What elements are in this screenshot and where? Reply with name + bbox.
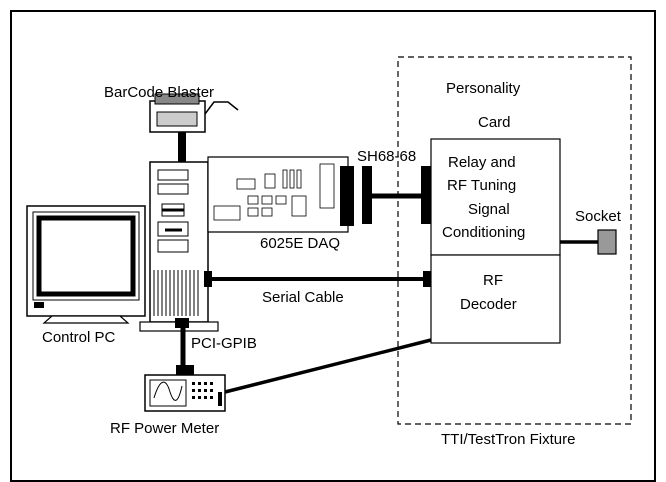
rf-cable: [224, 338, 432, 394]
serial-port-pc: [204, 271, 212, 287]
relay-rf-tuning-box: [430, 138, 561, 256]
rf-decoder-label-line2: Decoder: [460, 296, 517, 313]
gpib-port: [175, 318, 189, 328]
pci-gpib-label: PCI-GPIB: [191, 335, 257, 352]
serial-port-fixture: [423, 271, 431, 287]
sh68-connector-right: [421, 166, 431, 224]
relay-label-line4: Conditioning: [442, 224, 525, 241]
rf-power-meter-label: RF Power Meter: [110, 420, 219, 437]
pc-tower-icon: [139, 161, 219, 332]
daq-label: 6025E DAQ: [260, 235, 340, 252]
socket-icon: [597, 229, 617, 255]
daq-card-icon: [207, 156, 354, 233]
relay-label-line2: RF Tuning: [447, 177, 516, 194]
relay-label-line3: Signal: [468, 201, 510, 218]
barcode-blaster-label: BarCode Blaster: [104, 84, 214, 101]
rf-decoder-label-line1: RF: [483, 272, 503, 289]
sh68-connector-left: [362, 166, 372, 224]
socket-label: Socket: [575, 208, 622, 225]
serial-cable-label: Serial Cable: [262, 289, 344, 306]
monitor-icon: [26, 205, 146, 324]
outer-frame: [10, 10, 656, 482]
personality-card-label-line2: Card: [478, 114, 511, 131]
sh68-label: SH68-68: [357, 148, 416, 165]
rf-power-meter-icon: [144, 365, 226, 412]
rf-decoder-box: [430, 254, 561, 344]
fixture-label: TTI/TestTron Fixture: [441, 431, 575, 448]
control-pc-label: Control PC: [42, 329, 116, 346]
relay-label-line1: Relay and: [448, 154, 516, 171]
barcode-blaster-icon: [149, 93, 239, 162]
personality-card-label-line1: Personality: [446, 80, 521, 97]
